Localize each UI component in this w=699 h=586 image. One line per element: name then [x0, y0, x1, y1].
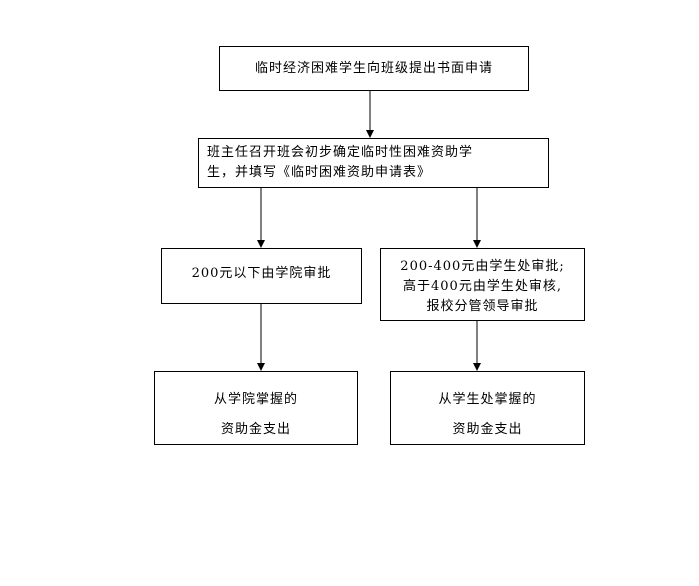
- node-college-approval-text: 200元以下由学院审批: [191, 266, 332, 281]
- node-office-fund: 从学生处掌握的 资助金支出: [390, 371, 585, 445]
- node-college-approval: 200元以下由学院审批: [161, 248, 362, 304]
- node-college-fund: 从学院掌握的 资助金支出: [154, 371, 358, 445]
- node-office-approval: 200-400元由学生处审批; 高于400元由学生处审核, 报校分管领导审批: [380, 248, 585, 321]
- node-college-fund-line-1: 从学院掌握的: [213, 392, 298, 407]
- node-class-meeting-line-2: 生，并填写《临时困难资助申请表》: [207, 165, 432, 180]
- node-class-meeting: 班主任召开班会初步确定临时性困难资助学 生，并填写《临时困难资助申请表》: [198, 138, 549, 188]
- node-class-meeting-line-1: 班主任召开班会初步确定临时性困难资助学: [207, 145, 474, 160]
- node-office-approval-line-3: 报校分管领导审批: [426, 299, 539, 314]
- node-written-application: 临时经济困难学生向班级提出书面申请: [219, 46, 529, 91]
- node-office-fund-line-2: 资助金支出: [452, 422, 523, 437]
- node-college-fund-line-2: 资助金支出: [220, 422, 291, 437]
- node-written-application-text: 临时经济困难学生向班级提出书面申请: [254, 61, 493, 76]
- node-office-approval-line-1: 200-400元由学生处审批;: [400, 259, 565, 274]
- node-office-approval-line-2: 高于400元由学生处审核,: [403, 279, 562, 294]
- node-office-fund-line-1: 从学生处掌握的: [438, 392, 537, 407]
